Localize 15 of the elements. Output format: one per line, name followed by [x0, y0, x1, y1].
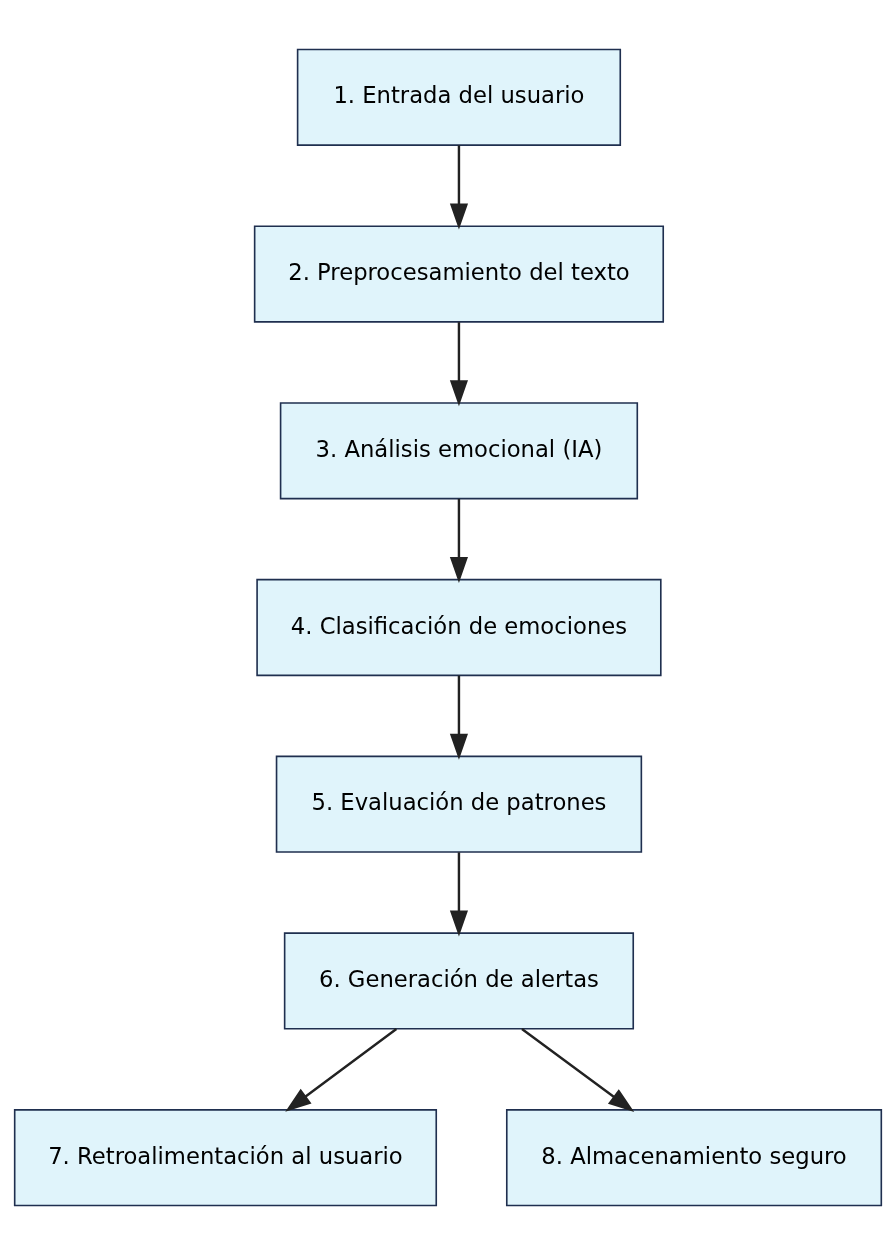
arrow	[449, 852, 469, 937]
node-box: 7. Retroalimentación al usuario	[13, 1109, 438, 1207]
arrow	[521, 1028, 635, 1112]
arrow	[449, 498, 469, 583]
node-box: 8. Almacenamiento seguro	[505, 1109, 883, 1207]
node-box: 1. Entrada del usuario	[296, 48, 622, 146]
node-box: 4. Clasificación de emociones	[256, 578, 662, 677]
arrow	[449, 145, 469, 230]
node-box: 3. Análisis emocional (IA)	[279, 402, 639, 500]
arrow	[449, 675, 469, 760]
arrow	[285, 1028, 398, 1112]
node-box: 5. Evaluación de patrones	[275, 755, 643, 853]
node-box: 6. Generación de alertas	[283, 932, 635, 1030]
node-box: 2. Preprocesamiento del texto	[253, 225, 665, 323]
arrow	[449, 322, 469, 407]
